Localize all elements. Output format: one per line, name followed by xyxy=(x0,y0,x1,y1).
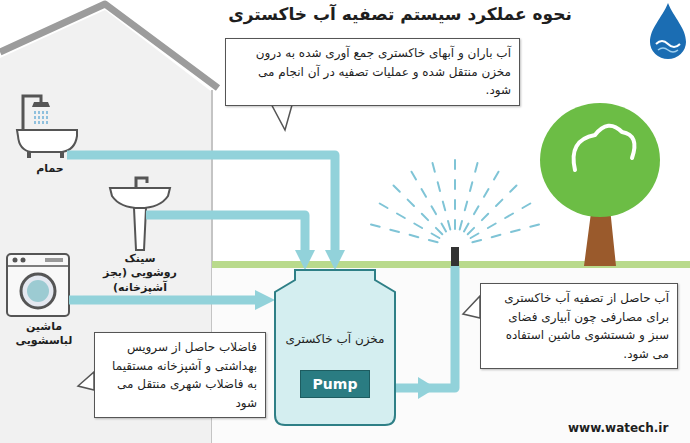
spray-stroke xyxy=(432,206,437,214)
spray-stroke xyxy=(410,235,419,237)
node-label: حمام xyxy=(15,162,85,176)
spray-stroke xyxy=(442,224,447,232)
spray-stroke xyxy=(496,200,502,206)
node-label: Pump xyxy=(313,376,358,392)
spray-stroke xyxy=(530,225,539,227)
bath-drawing xyxy=(15,92,85,162)
icon xyxy=(5,252,83,320)
tank-outline xyxy=(275,270,395,425)
spray-stroke xyxy=(422,189,427,197)
tank-shape xyxy=(275,270,395,425)
spray-stroke xyxy=(492,235,501,237)
spray-stroke xyxy=(494,172,499,180)
spray-stroke xyxy=(412,172,417,180)
pipe-connector xyxy=(83,296,261,305)
spray-stroke xyxy=(454,180,456,189)
spray-stroke xyxy=(436,228,442,234)
pump-box: Pump xyxy=(300,370,370,398)
spray-stroke xyxy=(474,206,479,214)
spray-stroke xyxy=(505,214,513,219)
spray-stroke xyxy=(454,160,456,169)
callout-pointer xyxy=(463,296,480,318)
callout-pointer xyxy=(78,372,94,390)
callout-text: آب باران و آبهای خاکستری جمع آوری شده به… xyxy=(234,44,511,100)
spray-stroke xyxy=(432,234,440,239)
bathtub-icon: حمام xyxy=(15,92,85,176)
spray-stroke xyxy=(443,202,445,211)
callout-box: آب باران و آبهای خاکستری جمع آوری شده به… xyxy=(225,38,520,106)
spray-stroke xyxy=(488,224,496,229)
spray-stroke xyxy=(414,224,422,229)
flow-arrow xyxy=(418,377,436,399)
spray-stroke xyxy=(380,204,388,209)
node-label: سینک روشویی (بجز آشپزخانه) xyxy=(100,252,180,295)
spray-stroke xyxy=(394,186,400,192)
icon xyxy=(15,92,85,162)
spray-stroke xyxy=(465,202,467,211)
logo xyxy=(650,3,686,59)
washer-drawing xyxy=(5,252,83,320)
sink-icon: سینک روشویی (بجز آشپزخانه) xyxy=(100,172,180,295)
pipe-connector xyxy=(85,155,335,256)
node-label: ماشین لباسشویی xyxy=(5,320,83,349)
outlet-pipe xyxy=(395,266,455,388)
spray-stroke xyxy=(390,230,399,232)
spray-stroke xyxy=(472,240,481,242)
pipe-connector xyxy=(180,215,305,256)
spray-stroke xyxy=(438,182,440,191)
spray-stroke xyxy=(454,220,456,229)
spray-stroke xyxy=(371,225,380,227)
spray-stroke xyxy=(468,228,474,234)
grey-water-tank: مخزن آب خاکستری Pump xyxy=(275,270,395,425)
node-label: مخزن آب خاکستری xyxy=(275,332,395,346)
house-roof xyxy=(0,4,218,88)
spray-stroke xyxy=(454,200,456,209)
callout-box: آب حاصل از تصفیه آب خاکستری برای مصارفی … xyxy=(480,283,678,369)
callout-box: فاضلاب حاصل از سرویس بهداشتی و آشپزخانه … xyxy=(94,332,266,418)
spray-stroke xyxy=(484,189,489,197)
watermark-url: www.watech.ir xyxy=(568,421,668,435)
spray-stroke xyxy=(429,240,438,242)
spray-stroke xyxy=(433,163,435,172)
sprinkler-spray xyxy=(371,160,539,242)
spray-stroke xyxy=(470,182,472,191)
spray-stroke xyxy=(511,230,520,232)
callout-text: فاضلاب حاصل از سرویس بهداشتی و آشپزخانه … xyxy=(103,338,257,412)
sink-drawing xyxy=(100,172,180,252)
spray-stroke xyxy=(408,200,414,206)
washing-machine-icon: ماشین لباسشویی xyxy=(5,252,83,349)
spray-stroke xyxy=(460,221,462,230)
spray-stroke xyxy=(475,163,477,172)
spray-stroke xyxy=(397,214,405,219)
callout-text: آب حاصل از تصفیه آب خاکستری برای مصارفی … xyxy=(489,289,669,363)
spray-stroke xyxy=(448,221,450,230)
sprinkler-head xyxy=(451,247,459,266)
tree xyxy=(540,103,660,266)
spray-stroke xyxy=(510,186,516,192)
spray-stroke xyxy=(422,214,428,220)
spray-stroke xyxy=(482,214,488,220)
icon xyxy=(100,172,180,252)
diagram-title: نحوه عملکرد سیستم تصفیه آب خاکستری xyxy=(190,4,610,24)
spray-stroke xyxy=(471,234,479,239)
spray-stroke xyxy=(464,224,469,232)
spray-stroke xyxy=(523,204,531,209)
